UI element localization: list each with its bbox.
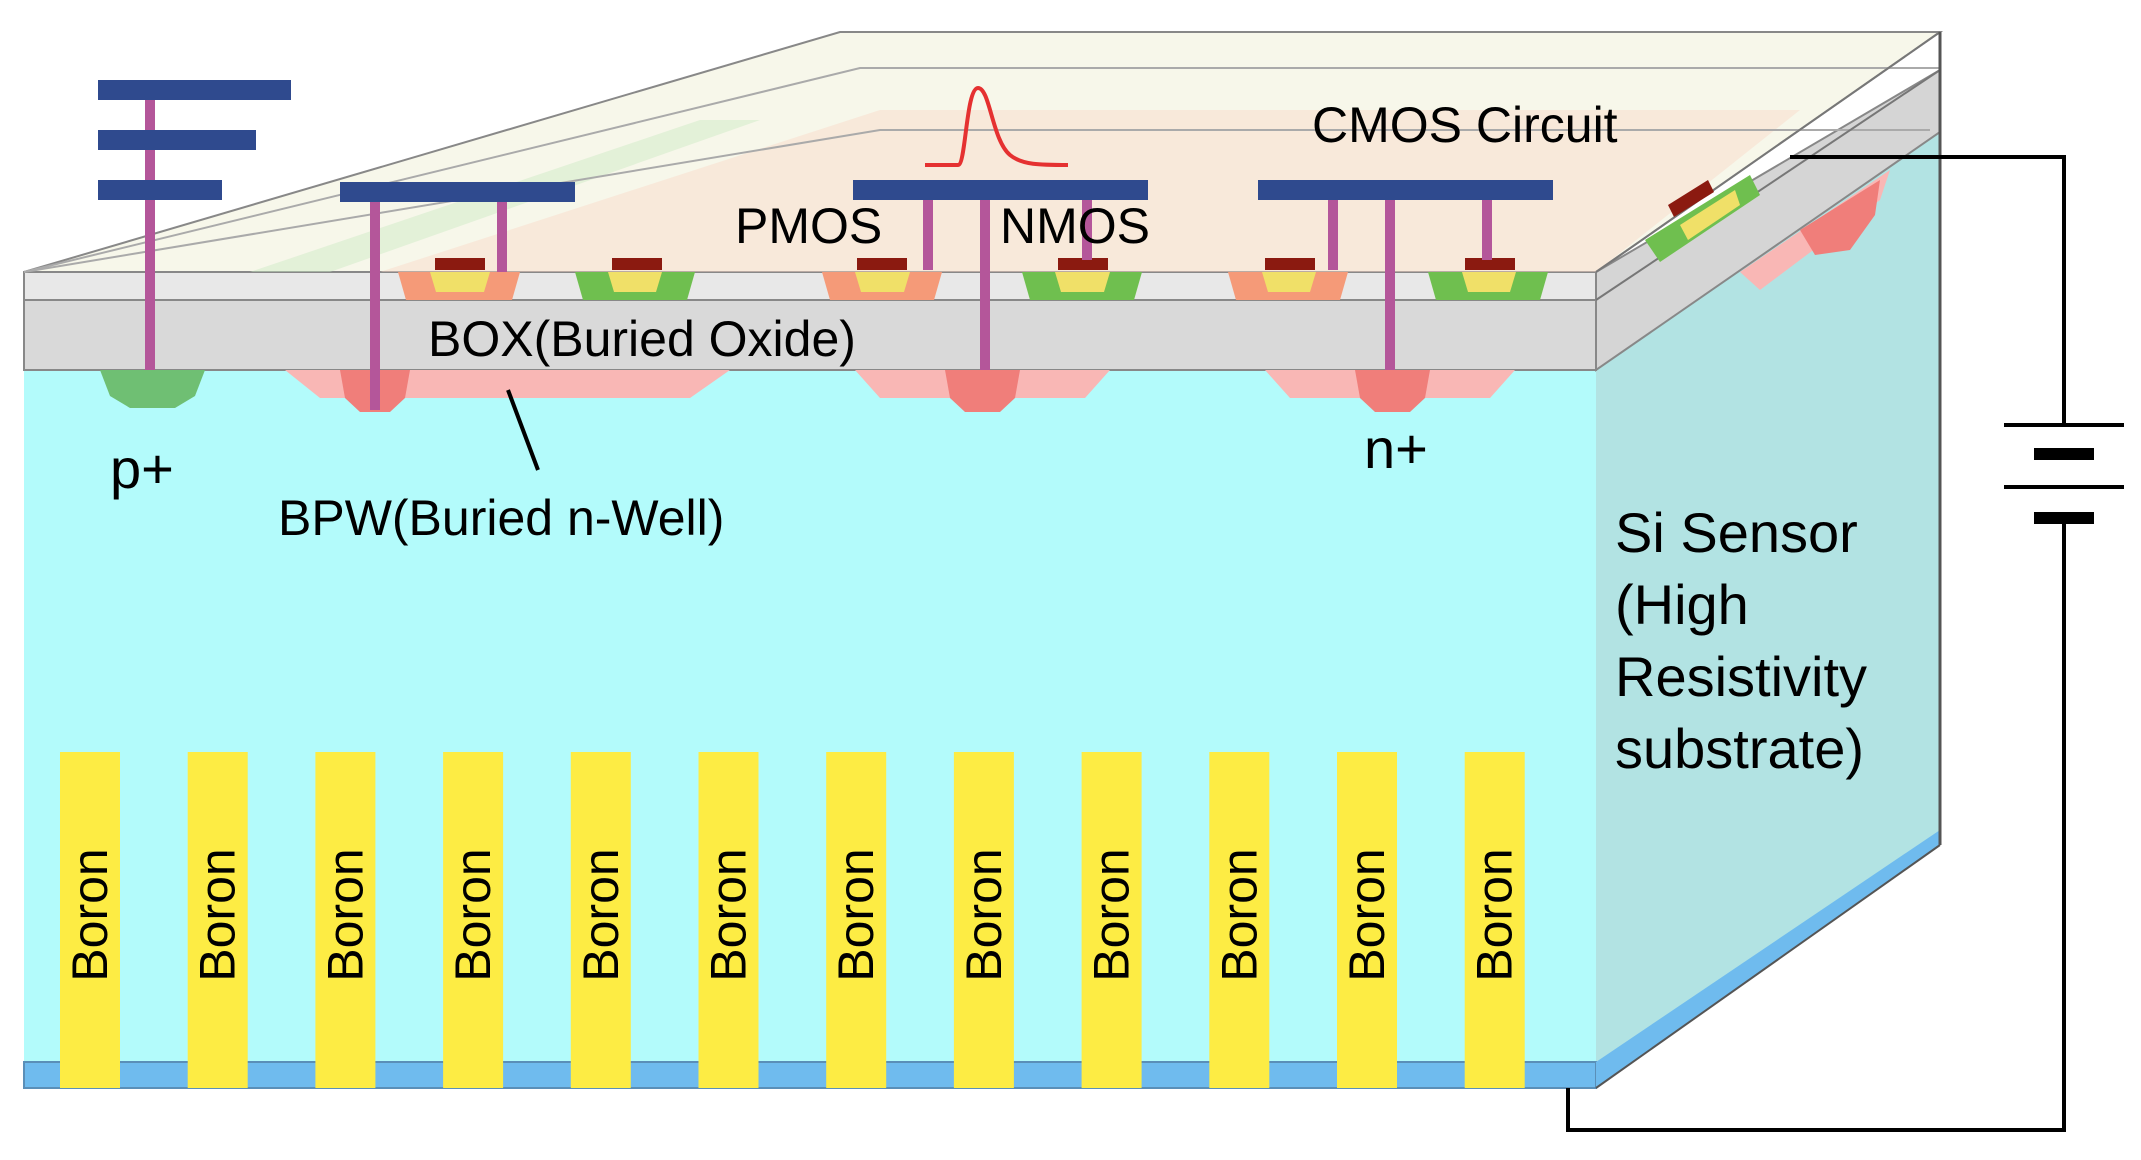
si-sensor-line-1: Si Sensor [1615,501,1858,564]
boron-label: Boron [573,848,629,981]
soi-layer [23,271,1597,301]
backside-layer-side [1596,830,1940,1088]
bpw-leader-line [506,389,540,471]
side-transistor [1645,175,1760,262]
boron-column: Boron [1081,752,1142,1088]
vias [145,90,1492,410]
metal-wiring [98,80,1553,202]
bpw-label: BPW(Buried n-Well) [278,490,724,546]
si-sensor-line-2: (High [1615,573,1749,636]
n-plus-label: n+ [1364,417,1428,480]
si-sensor-line-3: Resistivity [1615,645,1867,708]
cmos-circuit-label: CMOS Circuit [1312,97,1618,153]
pmos-label: PMOS [735,198,882,254]
pmos-transistor-1 [398,258,520,300]
boron-column: Boron [60,752,120,1088]
boron-column: Boron [315,752,376,1088]
battery-icon [2004,423,2124,524]
boron-label: Boron [956,848,1012,981]
boron-column: Boron [953,752,1014,1088]
boron-label: Boron [1084,848,1140,981]
bias-wiring [1566,155,2066,1132]
p-plus-label: p+ [110,437,174,500]
sensor-side-face [1596,132,1940,1088]
pmos-transistor-3 [1228,258,1348,300]
boron-columns: Boron Boron Boron Boron Boron Boron Boron Boron… [60,752,1525,1088]
sensor-front-face [24,370,1596,1088]
boron-column: Boron [826,752,887,1088]
backside-layer [23,1061,1597,1089]
boron-label: Boron [1211,848,1267,981]
pmos-transistor-2 [822,258,942,300]
nmos-transistor-2 [1022,258,1142,300]
nmos-transistor-3 [1428,258,1548,300]
boron-label: Boron [1339,848,1395,981]
p-plus-implant [100,370,205,408]
si-sensor-line-4: substrate) [1615,717,1864,780]
boron-column: Boron [187,752,248,1088]
box-label: BOX(Buried Oxide) [428,311,856,367]
boron-column: Boron [1337,752,1397,1088]
n-plus-implant-side [1800,180,1880,255]
boron-label: Boron [701,848,757,981]
nmos-transistor-1 [575,258,695,300]
top-layer-line-2 [23,129,1930,273]
boron-label: Boron [445,848,501,981]
nmos-label: NMOS [1000,198,1150,254]
boron-column: Boron [570,752,631,1088]
boron-column: Boron [698,752,759,1088]
boron-label: Boron [1467,848,1523,981]
signal-pulse [925,85,1069,167]
n-plus-implant-2 [945,370,1020,412]
boron-label: Boron [828,848,884,981]
top-layer-line-1 [23,67,1940,273]
boron-label: Boron [317,848,373,981]
boron-column: Boron [443,752,504,1088]
boron-column: Boron [1464,752,1525,1088]
side-bottom-edge [1595,844,1941,1089]
side-top-edge [1595,31,1941,273]
boron-label: Boron [190,848,246,981]
boron-label: Boron [62,848,118,981]
n-plus-implant-3 [1355,370,1430,412]
boron-column: Boron [1209,752,1270,1088]
side-mid-edge [1595,69,1941,301]
